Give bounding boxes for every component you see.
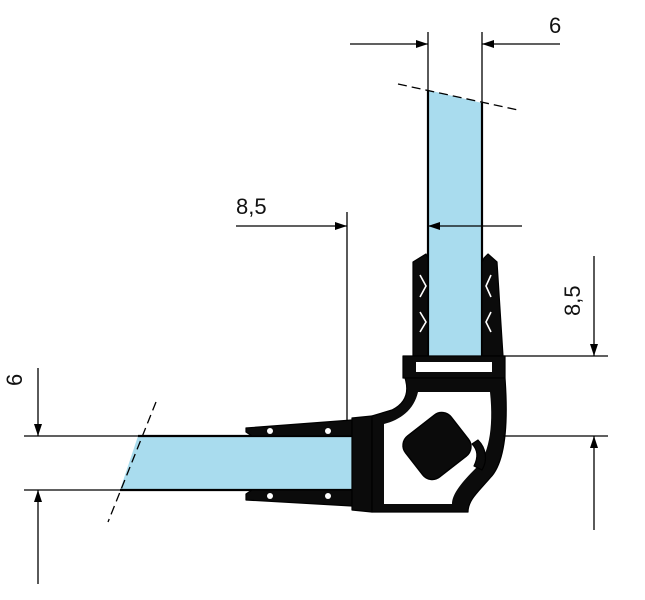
- dimension-label-top: 6: [549, 13, 561, 38]
- hinge-joint: [371, 377, 507, 513]
- horizontal-clamp-lip: [267, 428, 273, 434]
- vertical-glass-break-line: [397, 83, 519, 111]
- horizontal-glass-fill: [120, 436, 352, 490]
- horizontal-clamp-lip: [267, 493, 273, 499]
- dimension-horizontal-glass-thickness: 6: [2, 368, 138, 584]
- vertical-clamp-right-lips: [485, 274, 492, 333]
- horizontal-clamp-end-wall: [351, 415, 373, 513]
- horizontal-clamp-top-jaw: [245, 419, 353, 437]
- hinge-flap: [471, 439, 487, 471]
- dimension-vertical-offset: 8,5: [236, 194, 522, 420]
- horizontal-clamp-lip: [325, 493, 331, 499]
- vertical-clamp-left-lips: [419, 274, 427, 333]
- horizontal-seal-clamp: [245, 415, 373, 513]
- horizontal-glass-break-line: [107, 401, 157, 523]
- dimension-vertical-glass-thickness: 6: [350, 13, 561, 103]
- dimension-label-left: 6: [2, 374, 27, 386]
- vertical-clamp-left-jaw: [412, 253, 429, 357]
- horizontal-clamp-lip: [325, 428, 331, 434]
- dimension-right-offset: 8,5: [503, 256, 608, 530]
- vertical-clamp-right-jaw: [481, 253, 504, 357]
- magnet-block: [402, 411, 472, 481]
- horizontal-glass-panel: [107, 401, 352, 523]
- dimension-label-right: 8,5: [560, 285, 585, 316]
- horizontal-clamp-bottom-jaw: [245, 489, 353, 507]
- vertical-clamp-base-hollow: [416, 362, 492, 372]
- vertical-glass-fill: [428, 90, 482, 356]
- dimension-label-middle: 8,5: [236, 194, 267, 219]
